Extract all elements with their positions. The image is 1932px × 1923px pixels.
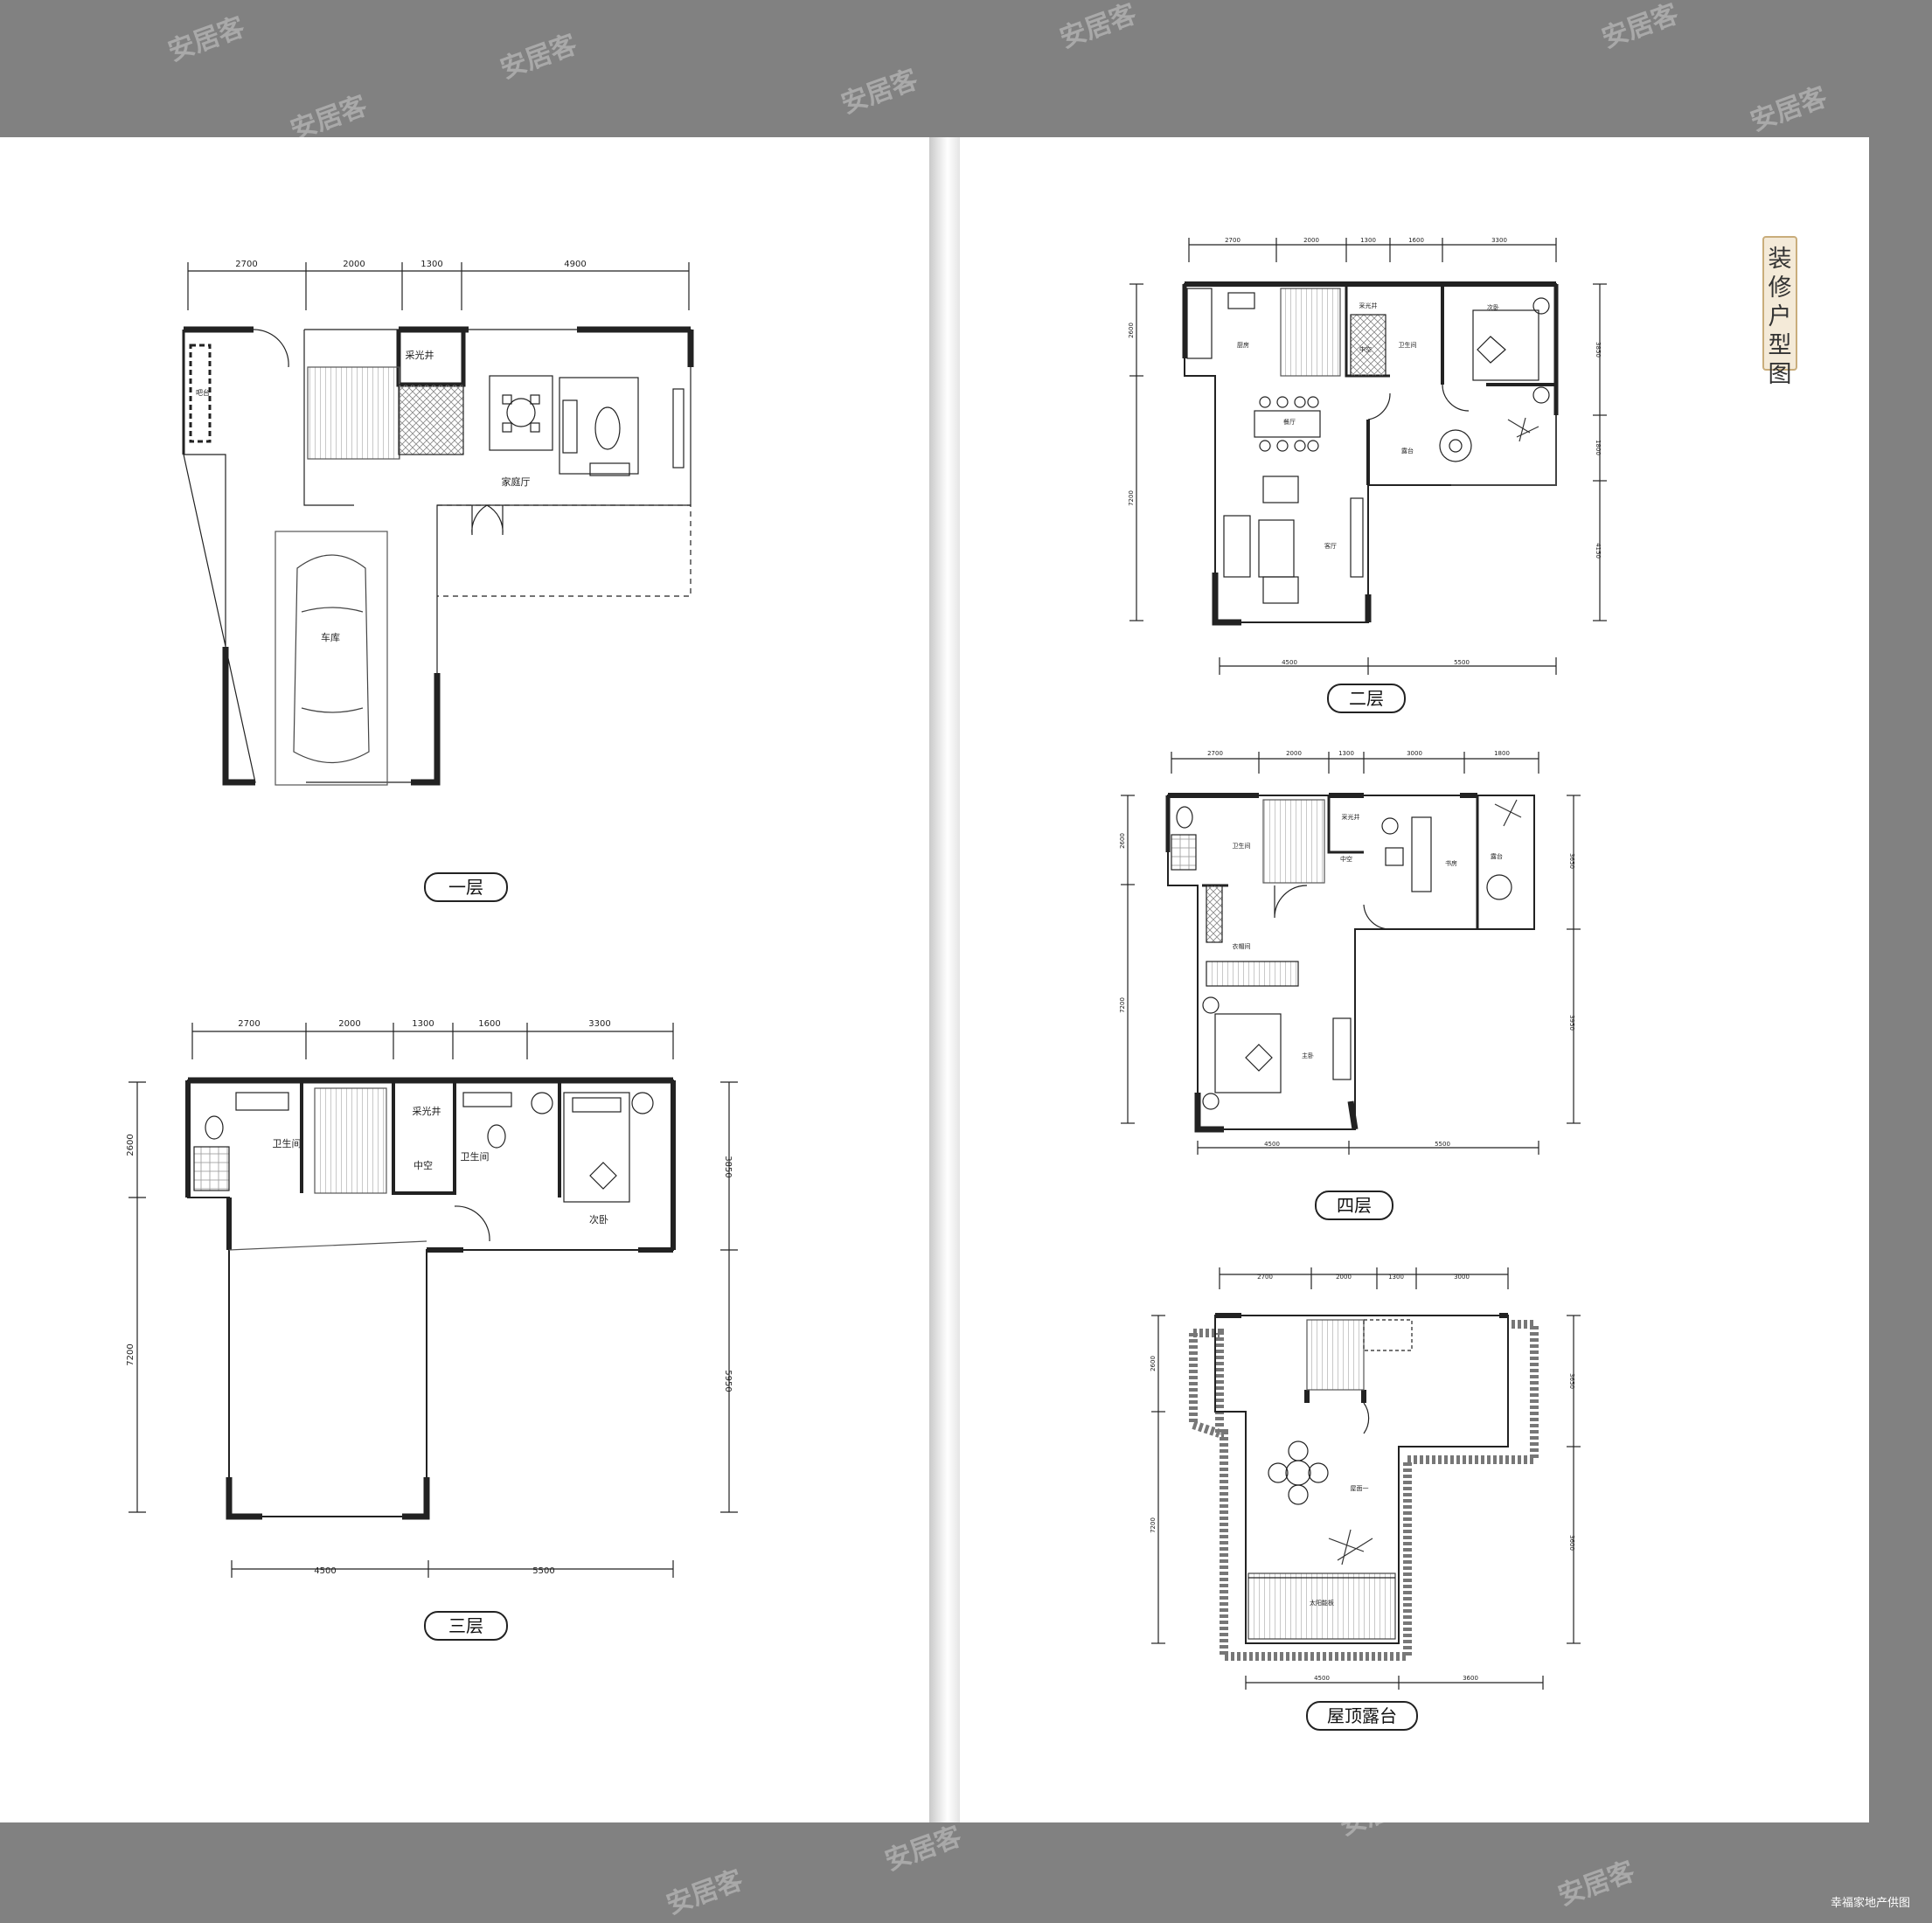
f3-dim-bottom-1: 4500 xyxy=(314,1566,336,1576)
f4-room-terrace: 露台 xyxy=(1491,852,1503,860)
f1-dim-top-3: 1300 xyxy=(420,260,442,269)
left-page xyxy=(0,137,929,1822)
f2-dim-top-3: 1300 xyxy=(1360,237,1376,244)
f4-dim-right-2: 3950 xyxy=(1568,1015,1575,1031)
f1-dim-top-2: 2000 xyxy=(343,260,365,269)
floor-2-label: 二层 xyxy=(1327,684,1406,713)
f2-dim-top-1: 2700 xyxy=(1225,237,1241,244)
floor-4-plan xyxy=(1121,752,1581,1155)
right-page xyxy=(960,137,1869,1822)
f2-room-dining: 餐厅 xyxy=(1283,418,1296,426)
f3-dim-top-2: 2000 xyxy=(338,1019,360,1029)
f2-room-void: 中空 xyxy=(1359,345,1372,353)
roof-dim-left-1: 2600 xyxy=(1150,1356,1157,1371)
f2-dim-top-2: 2000 xyxy=(1303,237,1319,244)
roof-dim-top-1: 2700 xyxy=(1257,1274,1273,1281)
floor-2-plan xyxy=(1129,238,1607,675)
f1-dim-top-4: 4900 xyxy=(564,260,586,269)
f3-dim-bottom-2: 5500 xyxy=(532,1566,554,1576)
f2-dim-top-5: 3300 xyxy=(1491,237,1507,244)
f2-room-terrace: 露台 xyxy=(1401,447,1414,455)
f4-room-void: 中空 xyxy=(1340,855,1352,863)
roof-dim-right-1: 3650 xyxy=(1568,1373,1575,1389)
roof-dim-bottom-1: 4500 xyxy=(1314,1675,1330,1682)
roof-dim-top-2: 2000 xyxy=(1336,1274,1352,1281)
floor-4-label: 四层 xyxy=(1315,1191,1393,1220)
f4-dim-right-1: 3650 xyxy=(1568,853,1575,869)
f3-dim-right-2: 5950 xyxy=(723,1370,733,1392)
f4-room-study: 书房 xyxy=(1445,859,1457,867)
f2-room-skylight: 采光井 xyxy=(1359,302,1378,309)
roof-room-terrace: 屋面一 xyxy=(1351,1485,1369,1492)
f3-dim-top-5: 3300 xyxy=(588,1019,610,1029)
f3-dim-top-3: 1300 xyxy=(412,1019,434,1029)
floor-3-label: 三层 xyxy=(424,1611,508,1641)
roof-dim-top-3: 1300 xyxy=(1388,1274,1404,1281)
image-credit: 幸福家地产供图 xyxy=(1831,1897,1911,1910)
f2-dim-right-1: 3850 xyxy=(1595,342,1602,358)
roof-dim-bottom-2: 3600 xyxy=(1463,1675,1478,1682)
roof-dim-top-4: 3000 xyxy=(1454,1274,1470,1281)
floor-1-label: 一层 xyxy=(424,872,508,902)
f2-dim-bottom-2: 5500 xyxy=(1454,659,1470,666)
roof-dim-right-2: 3600 xyxy=(1568,1535,1575,1551)
f3-room-bath2: 卫生间 xyxy=(461,1150,490,1163)
f3-dim-left-2: 7200 xyxy=(126,1343,136,1365)
f4-dim-bottom-2: 5500 xyxy=(1435,1141,1450,1148)
f3-dim-right-1: 3850 xyxy=(723,1156,733,1177)
f2-dim-left-1: 2600 xyxy=(1128,323,1135,338)
f2-room-bedroom2: 次卧 xyxy=(1487,303,1499,311)
f2-dim-top-4: 1600 xyxy=(1408,237,1424,244)
f1-room-side: 吧台 xyxy=(196,388,210,397)
f3-dim-top-1: 2700 xyxy=(238,1019,260,1029)
f4-room-master: 主卧 xyxy=(1302,1052,1314,1059)
f1-room-family-hall: 家庭厅 xyxy=(502,476,531,488)
f3-room-bath1: 卫生间 xyxy=(273,1137,302,1149)
roof-plan xyxy=(1151,1267,1581,1690)
f3-dim-top-4: 1600 xyxy=(478,1019,500,1029)
roof-room-solar: 太阳能板 xyxy=(1310,1599,1334,1607)
side-title-text: 装修户型图 xyxy=(1768,246,1792,388)
f2-dim-right-3: 4150 xyxy=(1595,543,1602,559)
f3-room-skylight: 采光井 xyxy=(413,1105,441,1117)
f4-room-bath: 卫生间 xyxy=(1233,842,1251,850)
floor-1-plan xyxy=(182,262,694,786)
f4-dim-top-4: 3000 xyxy=(1407,750,1422,757)
floor-3-plan xyxy=(129,1023,738,1578)
f4-dim-left-2: 7200 xyxy=(1119,997,1126,1013)
f4-dim-top-5: 1800 xyxy=(1494,750,1510,757)
f1-dim-top-1: 2700 xyxy=(235,260,257,269)
side-title-badge: 装修户型图 xyxy=(1762,236,1797,388)
f4-room-closet: 衣帽间 xyxy=(1233,942,1251,950)
f3-dim-left-1: 2600 xyxy=(126,1134,136,1156)
roof-label: 屋顶露台 xyxy=(1306,1701,1418,1731)
f4-dim-bottom-1: 4500 xyxy=(1264,1141,1280,1148)
f4-dim-top-1: 2700 xyxy=(1207,750,1223,757)
f1-room-garage: 车库 xyxy=(321,631,340,643)
f2-room-living: 客厅 xyxy=(1324,542,1337,550)
f2-room-bath: 卫生间 xyxy=(1399,341,1417,349)
f2-dim-bottom-1: 4500 xyxy=(1282,659,1297,666)
f2-dim-right-2: 1800 xyxy=(1595,440,1602,455)
page-gutter xyxy=(929,137,960,1822)
f1-room-skylight: 采光井 xyxy=(406,349,434,361)
f3-room-void: 中空 xyxy=(414,1159,433,1171)
f2-room-kitchen: 厨房 xyxy=(1237,341,1249,349)
f2-dim-left-2: 7200 xyxy=(1128,490,1135,506)
roof-dim-left-2: 7200 xyxy=(1150,1517,1157,1533)
f4-dim-left-1: 2600 xyxy=(1119,833,1126,849)
f4-room-skylight: 采光井 xyxy=(1342,813,1360,821)
f3-room-bedroom2: 次卧 xyxy=(589,1213,608,1225)
f4-dim-top-2: 2000 xyxy=(1286,750,1302,757)
f4-dim-top-3: 1300 xyxy=(1338,750,1354,757)
